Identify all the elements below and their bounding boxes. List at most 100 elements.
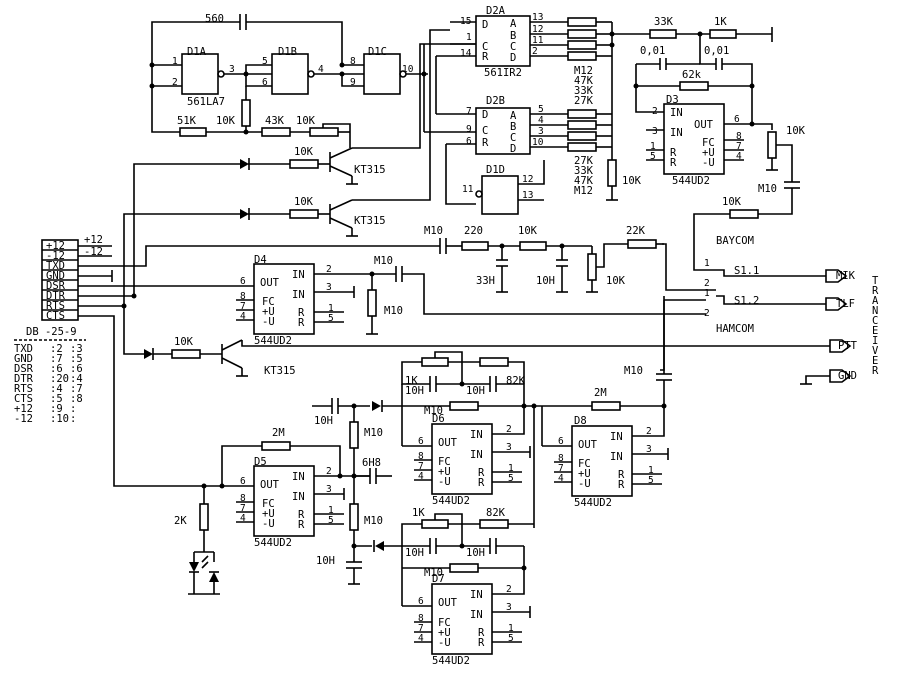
- svg-text:3: 3: [326, 484, 332, 495]
- svg-text:4: 4: [538, 115, 544, 126]
- svg-text:A: A: [510, 18, 517, 30]
- c10h-low-label: 10H: [316, 555, 335, 567]
- r10k-rc-label: 10K: [518, 225, 538, 237]
- svg-text:IN: IN: [470, 429, 483, 441]
- d1a-gate: [181, 53, 219, 95]
- svg-text:11: 11: [462, 184, 474, 195]
- svg-text:1: 1: [704, 288, 710, 299]
- d2a-chip: [475, 15, 531, 67]
- m10-mid-b-label: M10: [364, 515, 383, 527]
- tlf-label: TLF: [836, 298, 855, 310]
- svg-text:2: 2: [652, 106, 658, 117]
- svg-text:-U: -U: [578, 478, 591, 490]
- svg-text:R: R: [482, 137, 489, 149]
- ir2-label: 561IR2: [484, 67, 522, 79]
- pot10k-rc-label: 10K: [606, 275, 626, 287]
- transceiver-label: T R A N C E I V E R: [872, 275, 879, 377]
- svg-text:13: 13: [532, 12, 543, 23]
- svg-text:1: 1: [508, 463, 514, 474]
- svg-text:3: 3: [326, 282, 332, 293]
- serial-connector: +12 -12 TXD GND DSR DTR RTS CTS +12 -12: [41, 234, 440, 487]
- svg-text:4: 4: [736, 151, 742, 162]
- d4-opamp: D4 IN IN OUT FC +U -U R R 544UD2 6 874 1…: [236, 254, 706, 347]
- svg-text:4: 4: [318, 64, 324, 75]
- svg-text:7: 7: [736, 141, 742, 152]
- r1k-label: 1K: [714, 16, 727, 28]
- hamcom-label: HAMCOM: [716, 323, 754, 335]
- svg-text:OUT: OUT: [260, 277, 280, 289]
- svg-text::20: :20: [50, 373, 69, 385]
- svg-text:4: 4: [240, 513, 246, 524]
- svg-text:2: 2: [506, 584, 512, 595]
- svg-text:M12: M12: [574, 185, 593, 197]
- svg-text:7: 7: [418, 461, 424, 472]
- svg-text:4: 4: [240, 311, 246, 322]
- svg-text:+U: +U: [702, 147, 715, 159]
- svg-text:6: 6: [262, 77, 268, 88]
- svg-text:3: 3: [229, 64, 235, 75]
- c33h-label: 33H: [476, 275, 495, 287]
- svg-text:8: 8: [418, 451, 424, 462]
- svg-text:TXD: TXD: [46, 260, 65, 272]
- ptt-label: PTT: [838, 340, 858, 352]
- r10k-ptt-label: 10K: [174, 336, 194, 348]
- d5-opamp: D5 IN IN OUT FC +U -U R R 544UD2 6 874 1…: [174, 427, 370, 595]
- svg-text:OUT: OUT: [438, 437, 458, 449]
- svg-text:GND: GND: [14, 353, 33, 365]
- svg-text:+U: +U: [262, 306, 275, 318]
- svg-text:R: R: [478, 467, 485, 479]
- svg-text:IN: IN: [292, 491, 305, 503]
- svg-text:33K: 33K: [574, 165, 594, 177]
- svg-text:DB -25-9: DB -25-9: [26, 326, 77, 338]
- svg-text:IN: IN: [610, 431, 623, 443]
- baycom-label: BAYCOM: [716, 235, 754, 247]
- svg-text:-12: -12: [46, 250, 65, 262]
- svg-text::9: :9: [50, 403, 63, 415]
- m10-d3-label: M10: [758, 183, 777, 195]
- r62k-label: 62k: [682, 69, 702, 81]
- d1b-gate: [271, 53, 309, 95]
- svg-text:DSR: DSR: [14, 363, 34, 375]
- d7-type-label: 544UD2: [432, 655, 470, 667]
- r220-label: 220: [464, 225, 483, 237]
- svg-text:FC: FC: [578, 458, 591, 470]
- svg-text:10: 10: [532, 137, 544, 148]
- r10k-t2-label: 10K: [294, 196, 314, 208]
- svg-text:FC: FC: [702, 137, 715, 149]
- svg-text:6: 6: [466, 136, 472, 147]
- d3-type-label: 544UD2: [672, 175, 710, 187]
- svg-text:R: R: [298, 317, 305, 329]
- svg-text:-12: -12: [84, 246, 103, 258]
- svg-text::: :: [70, 403, 76, 415]
- svg-text:13: 13: [522, 190, 533, 201]
- svg-text:I: I: [872, 335, 878, 347]
- svg-text:27K: 27K: [574, 155, 594, 167]
- svg-text:N: N: [872, 305, 878, 317]
- c10h-d7a-label: 10H: [405, 547, 424, 559]
- svg-text:IN: IN: [670, 107, 683, 119]
- r82k-d6-label: 82K: [506, 375, 526, 387]
- r10k-t1-label: 10K: [294, 146, 314, 158]
- svg-text:DTR: DTR: [14, 373, 34, 385]
- d3-label: D3: [666, 94, 679, 106]
- r2k-label: 2K: [174, 515, 187, 527]
- d8-chip: [571, 425, 633, 497]
- svg-text:2: 2: [646, 426, 652, 437]
- m10-d4-label: M10: [384, 305, 403, 317]
- svg-text:1: 1: [648, 465, 654, 476]
- mik-label: MIK: [836, 270, 856, 282]
- svg-text:R: R: [872, 285, 879, 297]
- svg-text:OUT: OUT: [694, 119, 714, 131]
- svg-text::7: :7: [70, 383, 83, 395]
- r22k-label: 22K: [626, 225, 646, 237]
- svg-text:6: 6: [558, 436, 564, 447]
- c10h-d6a-label: 10H: [405, 385, 424, 397]
- svg-text:8: 8: [558, 453, 564, 464]
- svg-text:5: 5: [508, 633, 514, 644]
- svg-text:R: R: [872, 365, 879, 377]
- svg-text:8: 8: [240, 291, 246, 302]
- c10h-d7b-label: 10H: [466, 547, 485, 559]
- svg-text:5: 5: [328, 515, 334, 526]
